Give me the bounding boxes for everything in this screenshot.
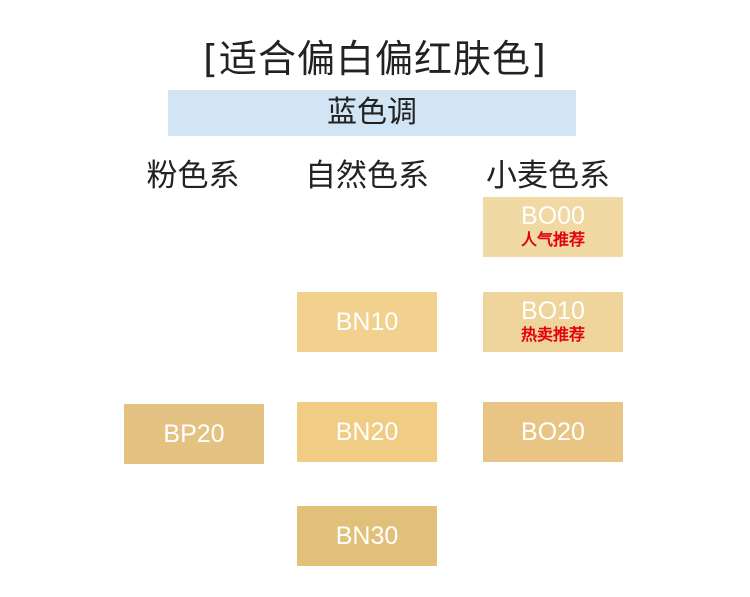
swatch-code: BN10 (335, 308, 399, 336)
swatch-tag: 人气推荐 (520, 230, 585, 249)
swatch-bo10[interactable]: BO10 热卖推荐 (483, 292, 623, 352)
swatch-tag: 热卖推荐 (520, 325, 585, 344)
column-header-wheat: 小麦色系 (486, 158, 610, 194)
swatch-bn10[interactable]: BN10 (297, 292, 437, 352)
swatch-code: BO10 (521, 297, 585, 325)
swatch-code: BN20 (335, 418, 399, 446)
swatch-bo20[interactable]: BO20 (483, 402, 623, 462)
tone-bar: 蓝色调 (168, 90, 576, 136)
swatch-bo00[interactable]: BO00 人气推荐 (483, 197, 623, 257)
column-header-pink: 粉色系 (146, 158, 240, 194)
swatch-code: BN30 (335, 522, 399, 550)
swatch-code: BO20 (521, 418, 585, 446)
swatch-bp20[interactable]: BP20 (124, 404, 264, 464)
swatch-code: BO00 (521, 202, 585, 230)
column-header-natural: 自然色系 (305, 158, 429, 194)
swatch-bn20[interactable]: BN20 (297, 402, 437, 462)
page-title: [适合偏白偏红肤色] (203, 37, 547, 81)
swatch-code: BP20 (163, 420, 225, 448)
swatch-bn30[interactable]: BN30 (297, 506, 437, 566)
